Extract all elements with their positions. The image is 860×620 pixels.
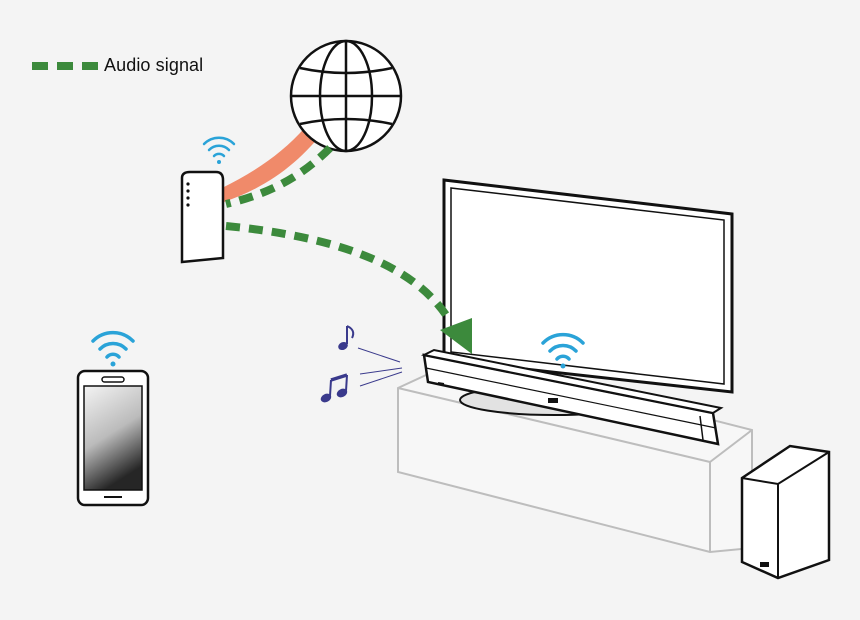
legend: Audio signal: [32, 55, 203, 76]
audio-signal-paths: [225, 145, 452, 321]
tv-icon: [442, 178, 734, 416]
legend-audio-signal-swatch: [32, 61, 98, 70]
subwoofer-icon: [740, 444, 831, 580]
soundbar-icon: [420, 348, 724, 446]
soundbar-logo: [548, 398, 558, 403]
music-note-single: [338, 325, 355, 351]
soundbar-wifi-icon: [541, 332, 585, 369]
sound-rays: [357, 347, 403, 387]
audio-signal-arrowhead: [440, 318, 472, 354]
router-wifi-icon: [202, 136, 236, 164]
audio-signal-router-to-soundbar: [225, 222, 452, 321]
phone-wifi-icon: [91, 330, 135, 367]
wifi-icon: [91, 136, 585, 369]
music-note-icon: [320, 325, 355, 403]
audio-signal-internet-to-router: [225, 145, 333, 208]
globe-icon: [289, 39, 403, 153]
router-icon: [180, 170, 225, 264]
internet-link: [222, 112, 328, 202]
music-note-double: [320, 373, 348, 403]
legend-label: Audio signal: [104, 55, 204, 75]
smartphone-icon: [76, 369, 150, 507]
